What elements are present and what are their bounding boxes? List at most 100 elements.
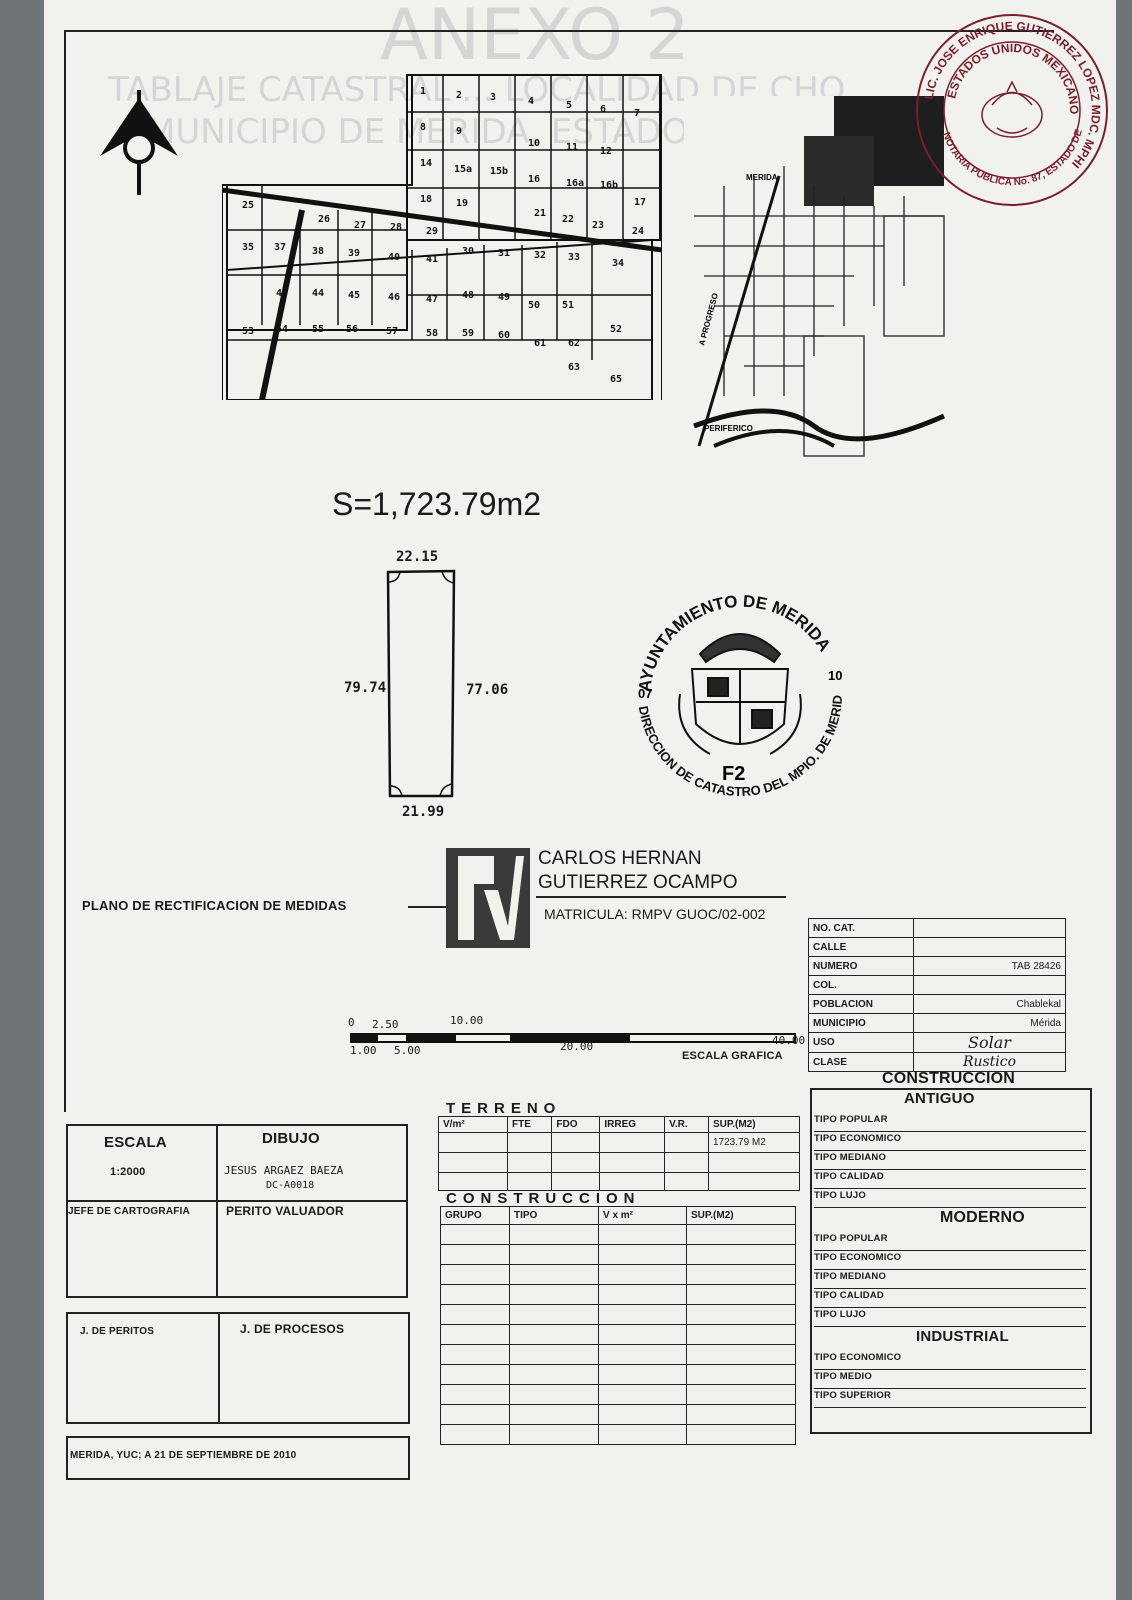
- map-city-label: MERIDA: [746, 173, 778, 182]
- svg-text:12: 12: [600, 146, 612, 157]
- escala-label: ESCALA: [104, 1134, 167, 1151]
- svg-text:15a: 15a: [454, 164, 472, 175]
- svg-text:38: 38: [312, 246, 324, 257]
- svg-text:30: 30: [462, 246, 474, 257]
- svg-text:56: 56: [346, 324, 358, 335]
- svg-text:37: 37: [274, 242, 286, 253]
- svg-text:16a: 16a: [566, 178, 584, 189]
- construction-type-row: TIPO POPULAR: [814, 1233, 1086, 1251]
- construccion-empty-row: [440, 1344, 796, 1365]
- construction-type-row: TIPO ECONOMICO: [814, 1133, 1086, 1151]
- construction-type-row: TIPO CALIDAD: [814, 1290, 1086, 1308]
- svg-text:17: 17: [634, 197, 646, 208]
- jefe-cartografia-label: JEFE DE CARTOGRAFIA: [68, 1206, 190, 1217]
- svg-text:54: 54: [276, 324, 288, 335]
- svg-text:48: 48: [462, 290, 474, 301]
- seal-left-number: 07: [638, 686, 652, 701]
- svg-text:16b: 16b: [600, 180, 618, 191]
- perito-name-line-2: GUTIERREZ OCAMPO: [538, 872, 738, 893]
- svg-text:39: 39: [348, 248, 360, 259]
- cadastral-row: CALLE: [808, 937, 1066, 957]
- svg-text:1: 1: [420, 86, 426, 97]
- signature-rule: [66, 1200, 406, 1202]
- date-text: MERIDA, YUC; A 21 DE SEPTIEMBRE DE 2010: [70, 1450, 297, 1461]
- svg-text:21: 21: [534, 208, 546, 219]
- ghost-heading: ANEXO 2: [380, 0, 690, 76]
- terreno-data-row: 1723.79 M2: [438, 1132, 800, 1153]
- svg-text:46: 46: [388, 292, 400, 303]
- svg-text:16: 16: [528, 174, 540, 185]
- seal-code: F2: [722, 763, 745, 785]
- svg-text:34: 34: [612, 258, 624, 269]
- svg-text:9: 9: [456, 126, 462, 137]
- svg-text:14: 14: [420, 158, 432, 169]
- scale-tick-5: 5.00: [394, 1044, 421, 1057]
- drawing-frame: [64, 30, 1054, 1112]
- svg-text:11: 11: [566, 142, 578, 153]
- svg-text:35: 35: [242, 242, 254, 253]
- svg-text:55: 55: [312, 324, 324, 335]
- construction-type-row: TIPO SUPERIOR: [814, 1390, 1086, 1408]
- svg-text:33: 33: [568, 252, 580, 263]
- construction-type-row: TIPO MEDIANO: [814, 1271, 1086, 1289]
- date-box: [66, 1436, 410, 1480]
- svg-text:44: 44: [312, 288, 324, 299]
- plot-bottom-dimension: 21.99: [402, 804, 445, 820]
- svg-text:52: 52: [610, 324, 622, 335]
- svg-text:28: 28: [390, 222, 402, 233]
- svg-text:45: 45: [348, 290, 360, 301]
- svg-text:7: 7: [634, 108, 640, 119]
- svg-text:49: 49: [498, 292, 510, 303]
- svg-text:32: 32: [534, 250, 546, 261]
- svg-text:18: 18: [420, 194, 432, 205]
- construccion-empty-row: [440, 1324, 796, 1345]
- svg-text:41: 41: [426, 254, 438, 265]
- cadastral-row: NO. CAT.: [808, 918, 1066, 938]
- scale-bar: [350, 1033, 796, 1043]
- notary-seal: LIC. JOSE ENRIQUE GUTIERREZ LOPEZ MDC. M…: [912, 10, 1108, 206]
- svg-text:25: 25: [242, 200, 254, 211]
- svg-text:22: 22: [562, 214, 574, 225]
- moderno-heading: MODERNO: [940, 1209, 1025, 1226]
- svg-text:5: 5: [566, 100, 572, 111]
- north-arrow-icon: [100, 90, 178, 195]
- area-label: S=1,723.79m2: [332, 486, 542, 522]
- industrial-heading: INDUSTRIAL: [916, 1328, 1009, 1345]
- svg-text:23: 23: [592, 220, 604, 231]
- signature-block: [66, 1124, 408, 1298]
- svg-text:8: 8: [420, 122, 426, 133]
- construccion-empty-row: [440, 1224, 796, 1245]
- map-periferico-label: PERIFERICO: [704, 424, 753, 433]
- location-map: MERIDA A PROGRESO PERIFERICO: [684, 96, 952, 462]
- construction-type-row: TIPO LUJO: [814, 1309, 1086, 1327]
- terreno-data-row: [438, 1152, 800, 1173]
- terreno-heading: TERRENO: [446, 1100, 562, 1117]
- svg-text:3: 3: [490, 92, 496, 103]
- construction-type-row: TIPO ECONOMICO: [814, 1352, 1086, 1370]
- svg-text:31: 31: [498, 248, 510, 259]
- cadastral-row: COL.: [808, 975, 1066, 995]
- svg-text:61: 61: [534, 338, 546, 349]
- construction-type-row: TIPO LUJO: [814, 1190, 1086, 1208]
- plot-top-dimension: 22.15: [396, 549, 439, 565]
- plan-title: PLANO DE RECTIFICACION DE MEDIDAS: [82, 898, 347, 913]
- construccion-empty-row: [440, 1284, 796, 1305]
- perito-rule: [536, 896, 786, 898]
- svg-text:19: 19: [456, 198, 468, 209]
- svg-text:59: 59: [462, 328, 474, 339]
- construccion-heading: CONSTRUCCION: [882, 1070, 1016, 1087]
- scale-tick-0: 0: [348, 1016, 355, 1029]
- svg-text:4: 4: [528, 96, 534, 107]
- svg-text:53: 53: [242, 326, 254, 337]
- dibujo-code: DC-A0018: [266, 1180, 315, 1191]
- construction-type-row: TIPO CALIDAD: [814, 1171, 1086, 1189]
- construccion-box: [810, 1088, 1092, 1434]
- plot-left-dimension: 79.74: [344, 680, 387, 696]
- svg-text:6: 6: [600, 104, 606, 115]
- construccion-table-heading: CONSTRUCCION: [446, 1190, 641, 1207]
